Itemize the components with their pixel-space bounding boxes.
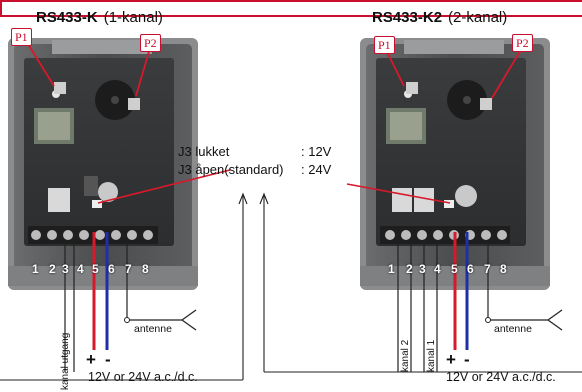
jumper-closed-value: : 12V [301,144,332,159]
left-p1-tag: P1 [11,28,32,46]
terminal-screw [31,230,41,240]
left-p2-tag: P2 [140,34,161,52]
terminal-screw [143,230,153,240]
terminal-number: 6 [108,262,115,276]
terminal-number: 7 [484,262,491,276]
terminal-screw [111,230,121,240]
terminal-number: 6 [467,262,474,276]
terminal-screw [47,230,57,240]
right-channel-2-label: kanal 2 [400,339,411,372]
right-plus-sign: + [446,350,456,369]
terminal-number: 8 [500,262,507,276]
left-variant: (1-kanal) [103,9,163,26]
terminal-screw [127,230,137,240]
terminal-screw [497,230,507,240]
jumper-j3 [92,200,102,208]
right-antenna-label: antenne [494,323,532,335]
right-unit-title: RS433-K2 (2-kanal) [372,10,507,26]
left-unit-title: RS433-K (1-kanal) [36,10,163,26]
right-model-name: RS433-K2 [372,9,443,26]
terminal-screw [401,230,411,240]
left-plus-sign: + [86,350,96,369]
jumper-j3 [444,200,454,208]
right-minus-sign: - [464,350,470,369]
p-callouts [27,43,523,99]
terminal-screw [385,230,395,240]
right-p1-tag: P1 [374,36,395,54]
terminal-screw [417,230,427,240]
jumper-pointers [97,169,451,204]
terminal-number: 5 [451,262,458,276]
terminal-number: 1 [32,262,39,276]
terminal-number: 4 [434,262,441,276]
capacitor [455,185,477,207]
relay [48,188,70,212]
header-frame [0,0,582,17]
left-supply-label: 12V or 24V a.c./d.c. [88,370,198,384]
terminal-screw [95,230,105,240]
terminal-number: 1 [388,262,395,276]
jumper-open-value: : 24V [301,162,332,177]
terminal-number: 4 [77,262,84,276]
terminal-number: 5 [92,262,99,276]
left-antenna-label: antenne [134,323,172,335]
terminal-number: 7 [125,262,132,276]
terminal-number: 2 [49,262,56,276]
left-model-name: RS433-K [36,9,98,26]
right-receiver-unit [360,38,563,372]
supply-feed-lines [0,192,582,381]
right-variant: (2-kanal) [448,9,508,26]
left-channel-label: kanal utgang [60,332,71,390]
terminal-number: 2 [406,262,413,276]
terminal-screw [79,230,89,240]
jumper-open-label: J3 åpen(standard) [178,162,284,177]
right-p2-tag: P2 [512,34,533,52]
left-receiver-unit [8,38,198,372]
left-minus-sign: - [105,350,111,369]
terminal-screw [433,230,443,240]
relay-1 [414,188,434,212]
terminal-screw [63,230,73,240]
capacitor [98,182,118,202]
jumper-closed-label: J3 lukket [178,144,230,159]
right-supply-label: 12V or 24V a.c./d.c. [446,370,556,384]
right-channel-1-label: kanal 1 [426,339,437,372]
relay-2 [392,188,412,212]
terminal-block [380,226,510,244]
terminal-number: 8 [142,262,149,276]
terminal-screw [481,230,491,240]
terminal-number: 3 [62,262,69,276]
terminal-number: 3 [419,262,426,276]
